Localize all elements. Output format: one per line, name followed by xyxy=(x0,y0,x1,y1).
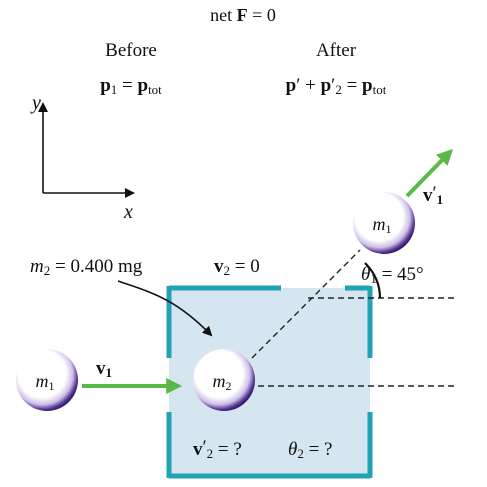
theta1-label: θ1 = 45° xyxy=(361,264,424,286)
v1-label: v1 xyxy=(96,358,112,380)
mass-pointer-arrow xyxy=(117,280,213,337)
net-force-equation: net F = 0 xyxy=(210,5,276,25)
svg-text:m2: m2 xyxy=(213,371,232,393)
svg-text:m1: m1 xyxy=(373,214,392,236)
theta1-arc xyxy=(364,262,382,299)
v1-prime-label: v′1 xyxy=(423,183,443,207)
after-label: After xyxy=(316,40,357,61)
ball-m1-after: m1 xyxy=(353,192,415,254)
v2-prime-label: v′2 = ? xyxy=(193,437,242,461)
svg-text:m1: m1 xyxy=(36,371,55,393)
before-label: Before xyxy=(105,40,157,61)
y-axis-label: y xyxy=(30,92,41,114)
coordinate-axes: y x xyxy=(30,92,135,223)
x-axis-label: x xyxy=(123,201,133,223)
ball-m1-before: m1 xyxy=(16,349,78,411)
theta2-label: θ2 = ? xyxy=(288,439,333,461)
ball-m2: m2 xyxy=(193,349,255,411)
before-equation: p1 = ptot xyxy=(100,75,162,97)
trajectory-lines xyxy=(251,249,455,387)
mass2-label: m2 = 0.400 mg xyxy=(30,256,143,278)
after-equation: p′ + p′2 = ptot xyxy=(286,75,387,97)
v1-prime-arrow xyxy=(405,148,454,198)
v2-label: v2 = 0 xyxy=(214,256,260,278)
